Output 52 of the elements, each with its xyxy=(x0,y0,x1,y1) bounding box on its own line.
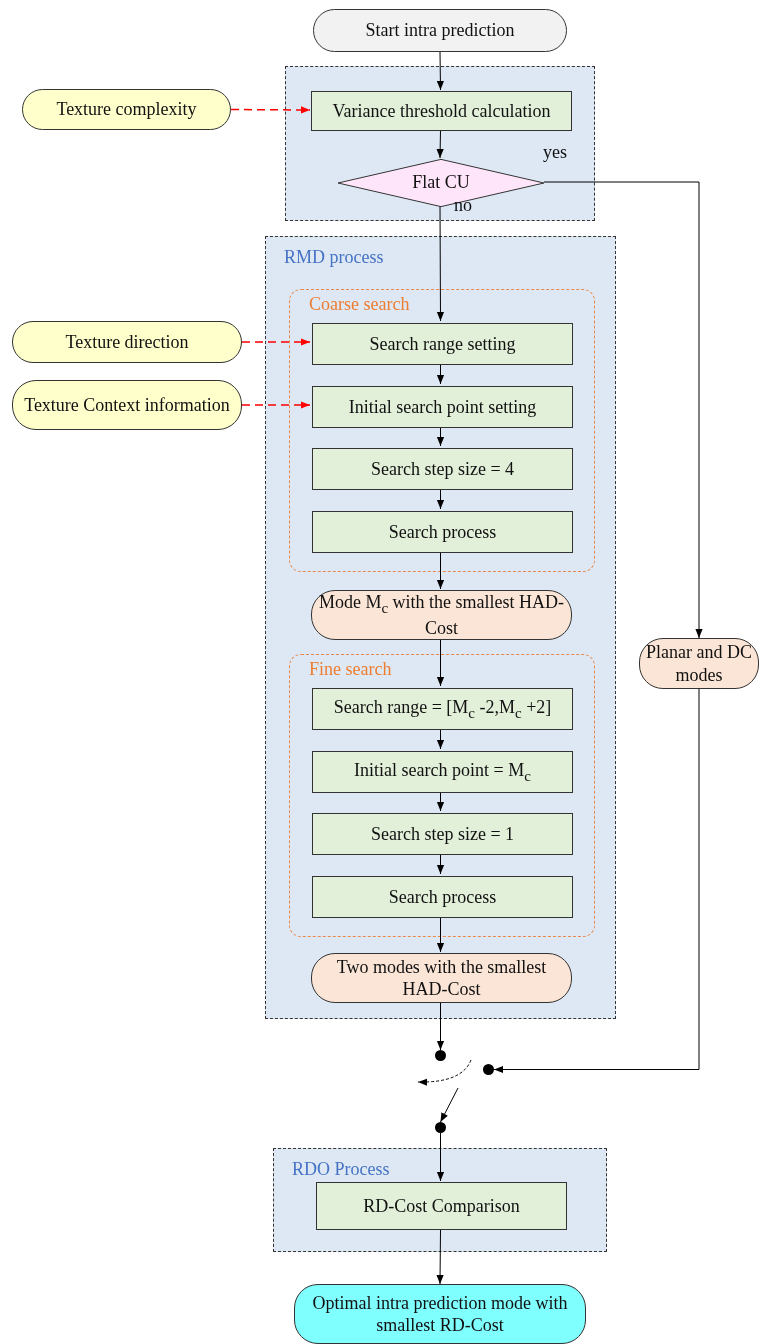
arrow xyxy=(436,1228,444,1285)
process-box: RD-Cost Comparison xyxy=(316,1182,567,1230)
panel-title: RDO Process xyxy=(292,1159,390,1180)
arrow xyxy=(436,51,444,91)
dashed-arrow xyxy=(241,338,311,346)
terminal-pill: Mode M$_{c}$ with the smallest HAD-Cost xyxy=(311,590,572,640)
dashed-panel xyxy=(285,66,595,221)
terminal-pill: Planar and DC modes xyxy=(639,638,759,689)
arrow xyxy=(436,638,445,687)
arrow xyxy=(436,915,445,953)
terminal-pill: Optimal intra prediction mode with smallest RD-Cost xyxy=(294,1284,586,1344)
arrow xyxy=(436,487,445,510)
arrow xyxy=(493,688,700,1074)
process-box: Initial search point = M$_{c}$ xyxy=(312,751,573,793)
terminal-pill: Texture complexity xyxy=(22,89,231,130)
arrow xyxy=(436,550,445,590)
dashed-arrow xyxy=(241,401,311,409)
panel-title: Fine search xyxy=(309,659,392,680)
arrow xyxy=(436,727,445,750)
panel-title: Coarse search xyxy=(309,294,410,315)
arrow xyxy=(436,852,445,875)
edge-label: yes xyxy=(543,142,567,163)
process-box: Search process xyxy=(312,511,573,553)
process-box: Search range = [M$_{c}$ -2,M$_{c}$ +2] xyxy=(312,688,573,730)
arrow xyxy=(436,790,445,812)
arrow xyxy=(436,1132,445,1182)
process-box: Search process xyxy=(312,876,573,918)
arrow xyxy=(436,205,445,322)
arrow xyxy=(436,1001,445,1051)
dashed-group-box xyxy=(289,289,595,572)
switch-contact xyxy=(435,1122,446,1133)
arrow xyxy=(436,425,445,447)
terminal-pill: Texture Context information xyxy=(12,380,242,430)
terminal-pill: Texture direction xyxy=(12,321,242,363)
process-box: Initial search point setting xyxy=(312,386,573,428)
panel-title: RMD process xyxy=(284,247,384,268)
dashed-arrow xyxy=(230,106,311,114)
switch-contact xyxy=(483,1064,494,1075)
dashed-group-box xyxy=(289,654,595,937)
process-box: Search range setting xyxy=(312,323,573,365)
arrow xyxy=(543,181,703,639)
switch-contact xyxy=(435,1050,446,1061)
terminal-pill: Two modes with the smallest HAD-Cost xyxy=(311,953,572,1003)
process-box: Search step size = 1 xyxy=(312,813,573,855)
switch-lever-arrow xyxy=(440,1087,459,1123)
arrow xyxy=(436,129,444,159)
terminal-pill: Start intra prediction xyxy=(313,9,567,52)
dashed-panel xyxy=(273,1148,607,1252)
dashed-panel xyxy=(265,236,616,1019)
process-box: Search step size = 4 xyxy=(312,448,573,490)
arrow xyxy=(436,362,445,385)
process-box: Variance threshold calculation xyxy=(311,91,572,131)
